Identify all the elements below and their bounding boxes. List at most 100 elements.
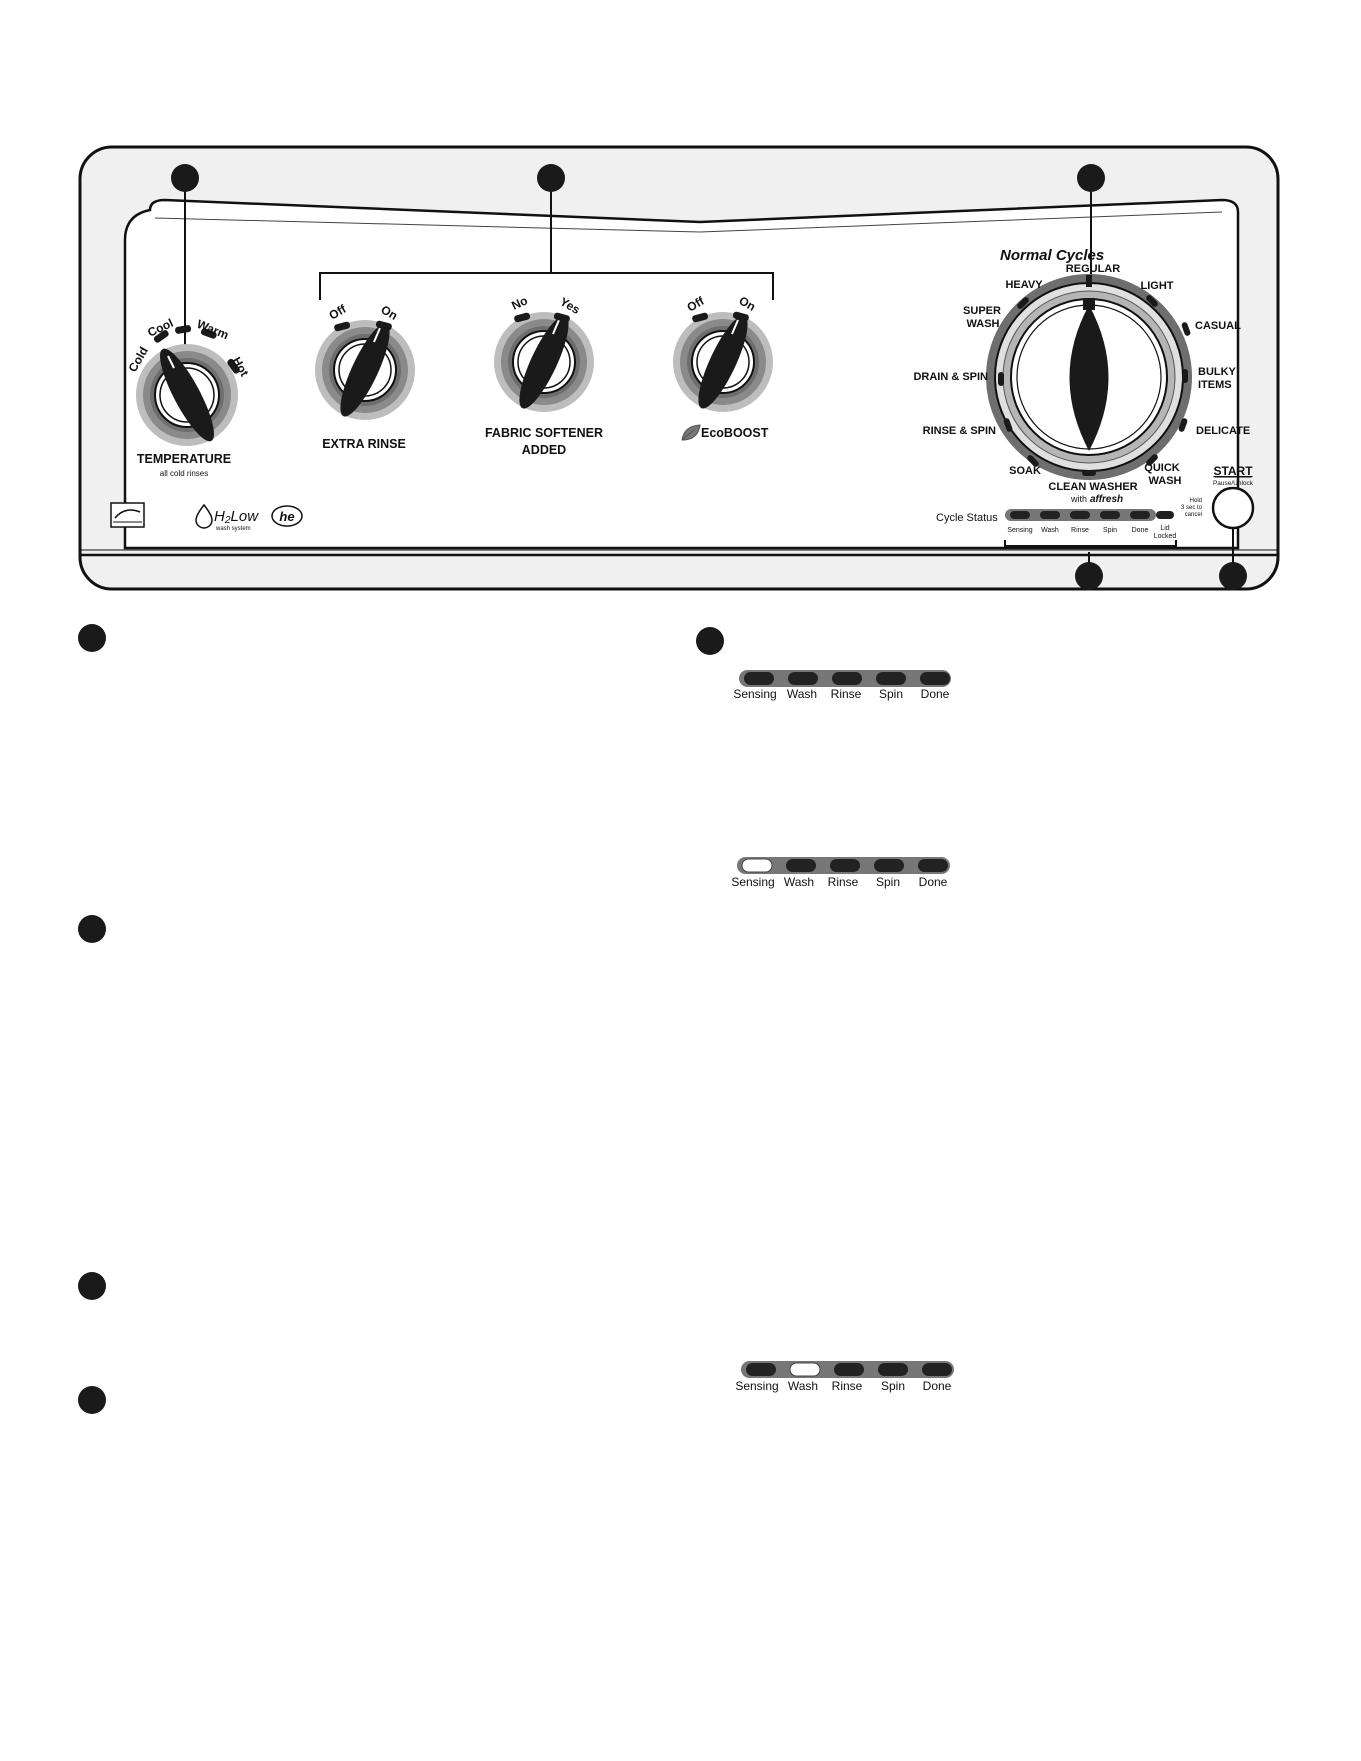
- example1-led-done: [920, 672, 950, 685]
- callout-markers: [171, 164, 1247, 590]
- example2-led-wash: [786, 859, 816, 872]
- example1-label-sensing: Sensing: [733, 687, 776, 701]
- cycle-quick-wash-line2[interactable]: WASH: [1149, 475, 1182, 487]
- cycle-casual[interactable]: CASUAL: [1195, 320, 1241, 332]
- callout-marker-options: [537, 164, 565, 192]
- extra-rinse-label: EXTRA RINSE: [322, 437, 406, 451]
- example3-label-wash: Wash: [788, 1379, 818, 1393]
- section-bullet-1: [78, 624, 106, 652]
- status-led-rinse: [1070, 511, 1090, 519]
- cycle-light[interactable]: LIGHT: [1141, 280, 1174, 292]
- ecoboost-marks: [692, 311, 749, 323]
- status-led-wash: [1040, 511, 1060, 519]
- callout-marker-status: [1075, 562, 1103, 590]
- h2low-logo: H₂Low wash system: [195, 503, 259, 532]
- cycle-status-label: Cycle Status: [936, 512, 998, 524]
- example3-label-sensing: Sensing: [735, 1379, 778, 1393]
- example2-led-spin: [874, 859, 904, 872]
- status-light-spin: Spin: [1103, 527, 1117, 534]
- cycle-title: Normal Cycles: [1000, 247, 1104, 264]
- example1-led-wash: [788, 672, 818, 685]
- status-example-2: Sensing Wash Rinse Spin Done: [731, 857, 950, 889]
- cycle-delicate[interactable]: DELICATE: [1196, 425, 1250, 437]
- cycle-drain-spin[interactable]: DRAIN & SPIN: [913, 371, 988, 383]
- cycle-clean-washer[interactable]: CLEAN WASHER: [1048, 481, 1137, 493]
- fabric-softener-setting-no: No: [509, 293, 529, 312]
- example2-label-done: Done: [919, 875, 948, 889]
- callout-marker-cycles: [1077, 164, 1105, 192]
- section-bullet-3: [78, 1272, 106, 1300]
- start-button[interactable]: [1211, 486, 1255, 530]
- start-hold-line3: cancel: [1185, 512, 1202, 518]
- section-bullet-4: [78, 1386, 106, 1414]
- example1-label-done: Done: [921, 687, 950, 701]
- extra-rinse-knob[interactable]: [315, 318, 415, 421]
- cycle-dial-marks: [998, 295, 1191, 476]
- lid-locked-line2: Locked: [1154, 533, 1177, 540]
- section-bullet-5: [696, 627, 724, 655]
- he-logo: he: [271, 505, 303, 527]
- cycle-regular[interactable]: REGULAR: [1066, 263, 1120, 275]
- status-led-done: [1130, 511, 1150, 519]
- lid-locked-line1: Lid: [1160, 525, 1169, 532]
- fabric-softener-marks: [514, 312, 570, 323]
- extra-rinse-marks: [334, 320, 392, 332]
- h2low-logo-subtext: wash system: [215, 526, 251, 532]
- cycle-selector-knob[interactable]: [986, 274, 1192, 480]
- cycle-bulky-items-line2[interactable]: ITEMS: [1198, 379, 1232, 391]
- leaf-icon: [681, 424, 701, 441]
- water-drop-icon: [195, 503, 213, 529]
- example1-label-rinse: Rinse: [831, 687, 862, 701]
- fabric-softener-label-line2: ADDED: [522, 443, 566, 457]
- start-label: START: [1213, 464, 1253, 478]
- status-light-done: Done: [1132, 527, 1149, 534]
- cycle-bulky-items-line1[interactable]: BULKY: [1198, 366, 1237, 378]
- he-logo-text: he: [279, 509, 294, 524]
- ecoboost-knob[interactable]: [673, 310, 773, 413]
- example2-label-spin: Spin: [876, 875, 900, 889]
- affresh-logo-text: affresh: [1090, 494, 1123, 505]
- fabric-softener-knob[interactable]: [494, 310, 594, 413]
- status-light-wash: Wash: [1041, 527, 1059, 534]
- example1-label-wash: Wash: [787, 687, 817, 701]
- example2-label-rinse: Rinse: [828, 875, 859, 889]
- cycle-clean-washer-with: with: [1070, 494, 1087, 504]
- cycle-super-wash-line1[interactable]: SUPER: [963, 305, 1001, 317]
- status-light-sensing: Sensing: [1007, 527, 1032, 534]
- cycle-soak[interactable]: SOAK: [1009, 465, 1041, 477]
- cycle-status-leds: [1010, 511, 1174, 519]
- example2-led-rinse: [830, 859, 860, 872]
- cycle-quick-wash-line1[interactable]: QUICK: [1144, 462, 1180, 474]
- callout-marker-temperature: [171, 164, 199, 192]
- energy-star-logo: [110, 502, 145, 528]
- example3-led-sensing: [746, 1363, 776, 1376]
- status-led-spin: [1100, 511, 1120, 519]
- section-bullet-2: [78, 915, 106, 943]
- example3-led-wash: [789, 1362, 821, 1377]
- example3-led-done: [922, 1363, 952, 1376]
- example3-label-spin: Spin: [881, 1379, 905, 1393]
- cycle-super-wash-line2[interactable]: WASH: [967, 318, 1000, 330]
- fabric-softener-label-line1: FABRIC SOFTENER: [485, 426, 603, 440]
- h2low-logo-text: H₂Low: [214, 508, 259, 525]
- cycle-heavy[interactable]: HEAVY: [1005, 279, 1043, 291]
- temperature-sublabel: all cold rinses: [160, 469, 208, 478]
- start-hold-line2: 3 sec to: [1181, 505, 1203, 511]
- example3-led-rinse: [834, 1363, 864, 1376]
- example2-label-sensing: Sensing: [731, 875, 774, 889]
- temperature-label: TEMPERATURE: [137, 452, 231, 466]
- example2-led-sensing: [741, 858, 773, 873]
- example2-led-done: [918, 859, 948, 872]
- callout-marker-start: [1219, 562, 1247, 590]
- example1-led-sensing: [744, 672, 774, 685]
- example1-label-spin: Spin: [879, 687, 903, 701]
- temperature-knob[interactable]: [136, 343, 238, 447]
- cycle-rinse-spin[interactable]: RINSE & SPIN: [923, 425, 996, 437]
- example1-led-spin: [876, 672, 906, 685]
- example3-label-rinse: Rinse: [832, 1379, 863, 1393]
- status-led-lid-locked: [1156, 511, 1174, 519]
- example3-label-done: Done: [923, 1379, 952, 1393]
- status-led-sensing: [1010, 511, 1030, 519]
- start-sublabel: Pause/Unlock: [1213, 480, 1254, 487]
